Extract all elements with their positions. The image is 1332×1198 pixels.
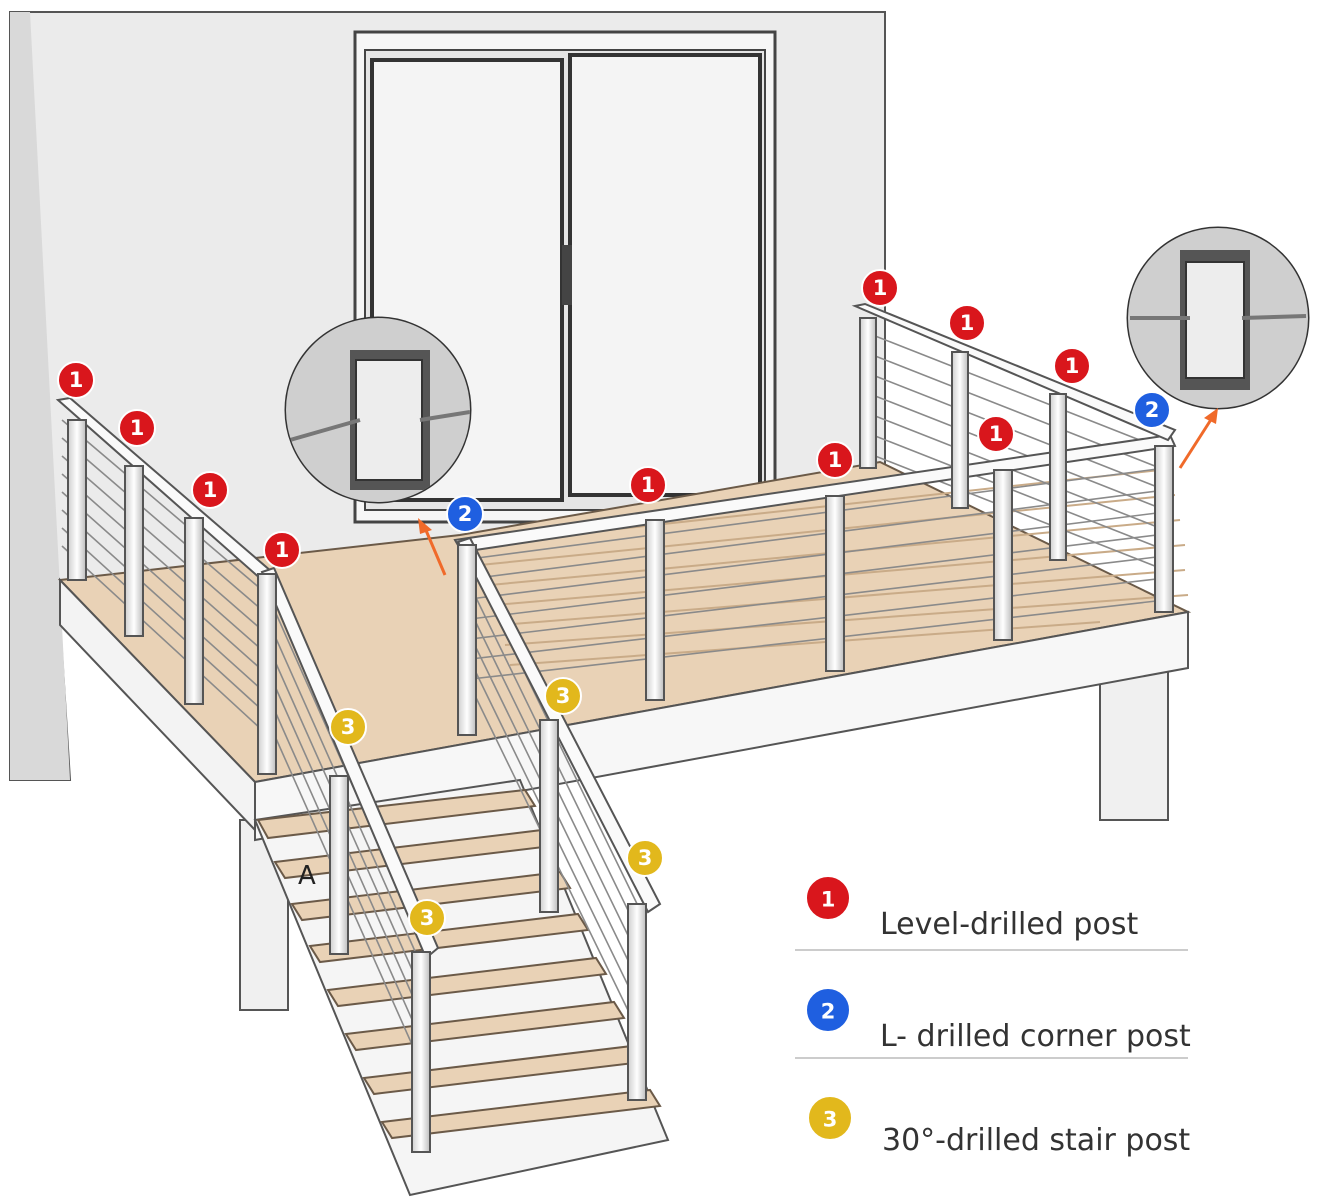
post-badge-level: 1	[263, 531, 301, 569]
post-badge-level: 1	[629, 466, 667, 504]
post-badge-level-number: 1	[828, 448, 843, 472]
post-badge-level-number: 1	[989, 422, 1004, 446]
legend-badge-corner-circle	[805, 987, 851, 1033]
post-badge-level-circle	[1053, 347, 1091, 385]
legend-badge-level: 1	[805, 875, 851, 921]
legend-badge-stair-number: 3	[823, 1107, 838, 1131]
post-badge-level: 1	[948, 304, 986, 342]
post-badge-level: 1	[861, 269, 899, 307]
post-badge-level-number: 1	[1065, 354, 1080, 378]
post-badge-stair-number: 3	[420, 906, 435, 930]
post-badge-stair-number: 3	[341, 715, 356, 739]
legend-badge-corner: 2	[805, 987, 851, 1033]
post-badge-stair-circle	[544, 677, 582, 715]
arrow-icon	[1204, 408, 1218, 424]
post-badge-stair-circle	[408, 899, 446, 937]
post-badge-corner-circle	[1133, 391, 1171, 429]
post-badge-level: 1	[57, 361, 95, 399]
legend-badge-level-circle	[805, 875, 851, 921]
post-badge-level-circle	[629, 466, 667, 504]
railing-posts	[67, 317, 1174, 1153]
door-handle-icon	[562, 245, 572, 305]
post-badge-level-circle	[977, 415, 1015, 453]
post-badge-corner-circle	[446, 495, 484, 533]
post-badge-level-number: 1	[873, 276, 888, 300]
post-badge-level-circle	[263, 531, 301, 569]
post-badge-level: 1	[1053, 347, 1091, 385]
post-badge-corner: 2	[446, 495, 484, 533]
post-badge-stair-number: 3	[638, 846, 653, 870]
post-badge-level-circle	[861, 269, 899, 307]
post-badge-stair: 3	[626, 839, 664, 877]
stair-label: A	[298, 861, 316, 891]
legend-label-stair: 30°-drilled stair post	[882, 1123, 1190, 1158]
post-badge-stair-circle	[329, 708, 367, 746]
post-badge-level-circle	[948, 304, 986, 342]
legend-badge-corner-number: 2	[821, 999, 836, 1023]
deck-supports	[239, 669, 1169, 1011]
post-badge-level-circle	[191, 471, 229, 509]
post-badge-level-number: 1	[69, 368, 84, 392]
post-badge-level: 1	[118, 409, 156, 447]
post-badge-level-circle	[118, 409, 156, 447]
corner-post-detail-right	[1126, 226, 1310, 469]
post-badge-stair: 3	[408, 899, 446, 937]
post-badge-stair-circle	[626, 839, 664, 877]
legend-badge-stair-circle	[807, 1095, 853, 1141]
post-badge-level-number: 1	[130, 416, 145, 440]
post-badges: 1 1 1 1 1 1 1 1 1 1 2 2 3 3 3 3	[57, 269, 1171, 937]
legend: 1 2 3 Level-drilled post L- drilled corner…	[795, 875, 1191, 1158]
corner-post-detail-left	[284, 316, 472, 576]
post-badge-level-number: 1	[960, 311, 975, 335]
stairs: A	[253, 778, 670, 1197]
post-badge-corner-number: 2	[458, 502, 473, 526]
arrow-icon	[418, 518, 432, 534]
post-badge-level-circle	[57, 361, 95, 399]
legend-label-corner: L- drilled corner post	[880, 1019, 1191, 1054]
post-badge-stair: 3	[329, 708, 367, 746]
post-badge-stair-number: 3	[556, 684, 571, 708]
post-badge-level-circle	[816, 441, 854, 479]
legend-label-level: Level-drilled post	[880, 907, 1138, 942]
post-badge-stair: 3	[544, 677, 582, 715]
legend-badge-stair: 3	[807, 1095, 853, 1141]
post-badge-level: 1	[977, 415, 1015, 453]
legend-badge-level-number: 1	[821, 887, 836, 911]
post-badge-level-number: 1	[275, 538, 290, 562]
post-badge-level-number: 1	[203, 478, 218, 502]
post-badge-corner-number: 2	[1145, 398, 1160, 422]
post-badge-level-number: 1	[641, 473, 656, 497]
post-badge-level: 1	[191, 471, 229, 509]
post-badge-corner: 2	[1133, 391, 1171, 429]
post-badge-level: 1	[816, 441, 854, 479]
